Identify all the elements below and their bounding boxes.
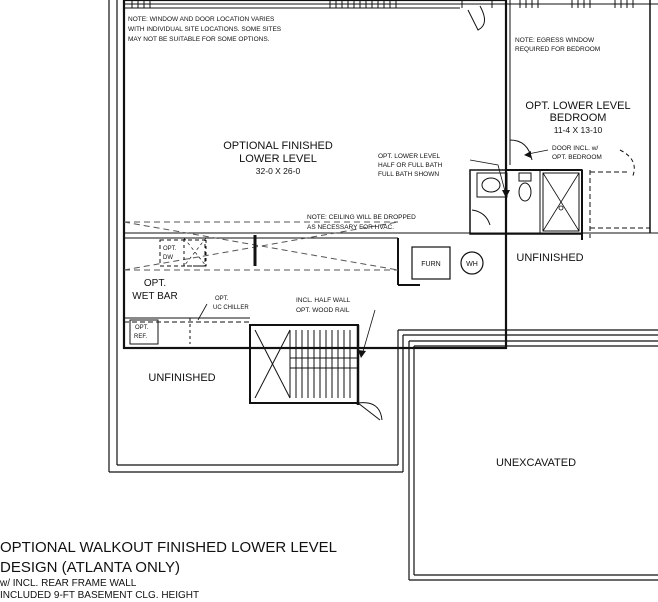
bathroom	[469, 169, 583, 235]
note-window-door-1: NOTE: WINDOW AND DOOR LOCATION VARIES	[128, 16, 275, 23]
unfinished-right-label: UNFINISHED	[516, 252, 583, 264]
title-line-3: w/ INCL. REAR FRAME WALL	[0, 578, 137, 589]
bedroom-dims: 11-4 X 13-10	[554, 125, 603, 135]
unfinished-left-label: UNFINISHED	[148, 372, 215, 384]
water-heater-circle	[460, 251, 484, 275]
ref-label-1: OPT.	[135, 325, 149, 331]
chiller-label-2: UC CHILLER	[213, 305, 249, 311]
note-bath-3: FULL BATH SHOWN	[378, 171, 439, 178]
title-line-4: INCLUDED 9-FT BASEMENT CLG. HEIGHT	[0, 590, 200, 601]
window-marks	[131, 0, 634, 8]
note-door-1: DOOR INCL. w/	[552, 145, 598, 152]
staircase	[249, 324, 383, 421]
half-wall-note-1: INCL. HALF WALL	[296, 297, 351, 304]
unexcavated-label: UNEXCAVATED	[496, 457, 576, 469]
wh-label: WH	[466, 261, 478, 268]
chiller-label-1: OPT.	[215, 296, 229, 302]
leader-lines	[197, 149, 549, 356]
bedroom-name-1: OPT. LOWER LEVEL	[525, 100, 630, 112]
wet-bar-label-2: WET BAR	[132, 291, 177, 302]
note-ceiling-2: AS NECESSARY FOR HVAC.	[307, 224, 394, 231]
note-window-door-3: MAY NOT BE SUITABLE FOR SOME OPTIONS.	[128, 36, 270, 43]
note-bath-1: OPT. LOWER LEVEL	[378, 153, 441, 160]
note-ceiling-1: NOTE: CEILING WILL BE DROPPED	[307, 214, 416, 221]
labels: NOTE: WINDOW AND DOOR LOCATION VARIES WI…	[128, 16, 631, 469]
wet-bar	[124, 235, 257, 345]
finished-lower-name-1: OPTIONAL FINISHED	[223, 140, 333, 152]
mechanical-fixtures	[411, 246, 484, 280]
finished-area-walls	[122, 0, 658, 350]
dw-label-1: OPT.	[163, 246, 177, 252]
bedroom-name-2: BEDROOM	[550, 112, 607, 124]
title-line-1: OPTIONAL WALKOUT FINISHED LOWER LEVEL	[0, 539, 338, 556]
finished-lower-dims: 32-0 X 26-0	[256, 166, 301, 176]
note-door-2: OPT. BEDROOM	[552, 154, 602, 161]
title-block: OPTIONAL WALKOUT FINISHED LOWER LEVEL DE…	[0, 538, 420, 602]
title-line-2: DESIGN (ATLANTA ONLY)	[0, 559, 181, 576]
note-egress-1: NOTE: EGRESS WINDOW	[515, 37, 595, 44]
note-egress-2: REQUIRED FOR BEDROOM	[515, 46, 600, 53]
ceiling-drop-lines	[123, 221, 399, 271]
ref-label-2: REF.	[134, 334, 147, 340]
note-bath-2: HALF OR FULL BATH	[378, 162, 443, 169]
entry-door	[461, 0, 493, 31]
furnace-box	[411, 246, 451, 280]
wet-bar-label-1: OPT.	[144, 278, 166, 289]
note-window-door-2: WITH INDIVIDUAL SITE LOCATIONS. SOME SIT…	[128, 26, 282, 33]
furn-label: FURN	[421, 261, 440, 268]
outer-walls	[108, 0, 658, 581]
dw-label-2: DW	[163, 255, 173, 261]
finished-lower-name-2: LOWER LEVEL	[239, 153, 317, 165]
half-wall-note-2: OPT. WOOD RAIL	[296, 307, 350, 314]
